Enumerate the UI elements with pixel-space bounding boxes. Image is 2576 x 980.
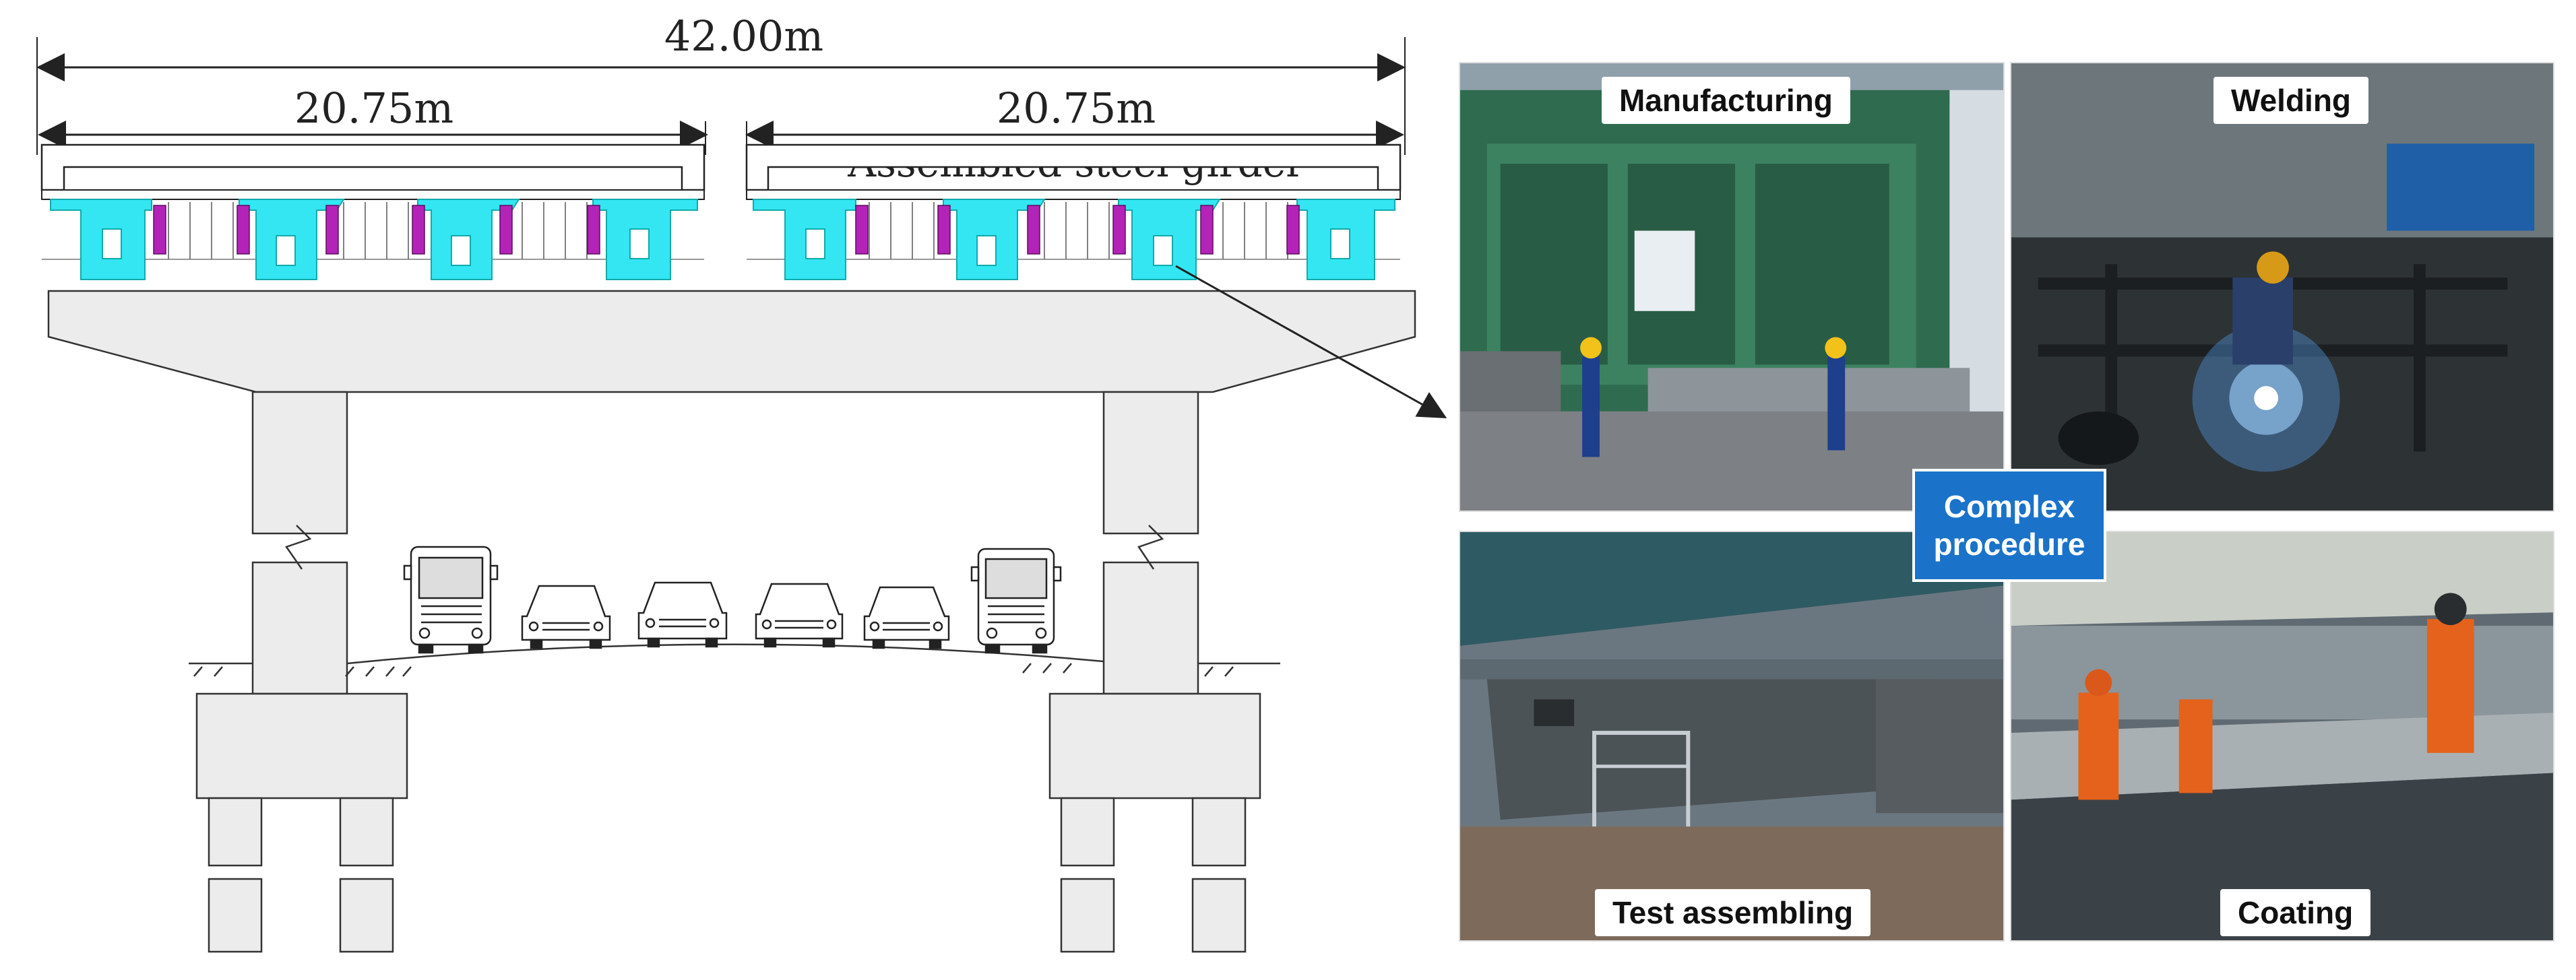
complex-procedure-badge: Complex procedure — [1915, 471, 2104, 579]
test-assembling-scene — [1460, 532, 2003, 940]
car — [755, 583, 844, 648]
total-dimension-label: 42.00m — [664, 11, 823, 61]
welding-scene — [2011, 63, 2553, 511]
bus-left — [403, 546, 499, 654]
welding-label: Welding — [2213, 77, 2369, 124]
girder-connectors — [153, 205, 1300, 255]
welding-photo: Welding — [2010, 62, 2554, 512]
manufacturing-photo: Manufacturing — [1459, 62, 2005, 512]
test-assembling-label: Test assembling — [1595, 889, 1871, 936]
car — [863, 586, 950, 649]
right-span-dimension: 20.75m — [745, 84, 1404, 155]
bus-right — [970, 548, 1062, 654]
pier-cap — [47, 290, 1416, 393]
coating-scene — [2011, 532, 2553, 940]
steel-box-girders — [50, 199, 1395, 280]
pointer-arrow — [1175, 265, 1447, 418]
vehicles — [403, 546, 1062, 654]
manufacturing-scene — [1460, 63, 2003, 511]
left-deck-girder — [40, 143, 705, 260]
total-dimension: 42.00m — [36, 11, 1406, 155]
steel-box — [753, 199, 856, 280]
steel-box-openings — [102, 228, 1350, 266]
right-deck-girder — [745, 143, 1402, 260]
right-pier-column — [1048, 391, 1261, 953]
coating-photo: Coating — [2010, 531, 2554, 942]
left-pier-column — [195, 391, 408, 953]
complex-procedure-text: Complex procedure — [1933, 488, 2085, 562]
car — [521, 585, 611, 649]
right-span-label: 20.75m — [997, 84, 1156, 133]
bridge-cross-section-diagram: 42.00m 20.75m 20.75m Assembled steel gir… — [36, 11, 1447, 953]
test-assembling-photo: Test assembling — [1459, 531, 2005, 942]
car — [637, 581, 728, 648]
left-span-label: 20.75m — [294, 84, 453, 133]
left-span-dimension: 20.75m — [38, 84, 708, 155]
manufacturing-label: Manufacturing — [1602, 77, 1850, 124]
steel-box — [50, 199, 152, 280]
coating-label: Coating — [2220, 889, 2371, 936]
